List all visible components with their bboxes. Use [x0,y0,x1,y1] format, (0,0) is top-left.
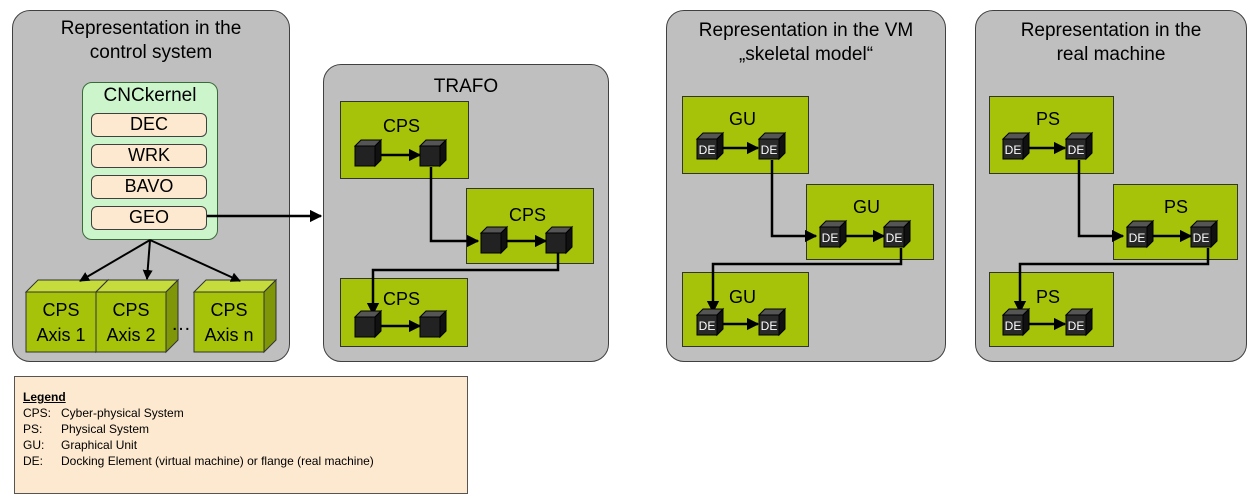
legend-item-gu: GU: Graphical Unit [23,437,467,453]
legend-title: Legend [23,390,66,404]
real-de-cube-3: DE [1125,219,1155,249]
real-ps-label-1: PS [1036,109,1061,129]
vm-de-cube-1: DE [695,131,725,161]
legend-text: Graphical Unit [61,438,138,452]
real-de-cube-2: DE [1064,131,1094,161]
legend: Legend CPS: Cyber-physical System PS: Phys… [14,376,468,494]
vm-gu-label-3: GU [729,287,756,307]
de-cube-label: DE [761,319,778,333]
trafo-cube-6 [418,309,448,339]
de-cube-label: DE [1005,319,1022,333]
legend-item-de: DE: Docking Element (virtual machine) or … [23,453,467,469]
de-cube-label: DE [1005,143,1022,157]
vm-connectors [706,141,903,331]
axis-2-line2: Axis 2 [106,325,155,345]
trafo-cube-3 [479,225,509,255]
trafo-title: TRAFO [433,76,499,97]
axis-2-line1: CPS [112,300,149,320]
vm-title-line2: „skeletal model“ [738,44,874,65]
real-connectors [1013,141,1210,331]
axis-n-line2: Axis n [204,325,253,345]
trafo-connectors [366,148,560,333]
de-cube-label: DE [699,143,716,157]
de-cube-label: DE [699,319,716,333]
axis-n-line1: CPS [210,300,247,320]
vm-de-cube-5: DE [695,307,725,337]
vm-gu-label-1: GU [729,109,756,129]
kernel-to-axes-arrows [79,239,241,282]
vm-title-line1: Representation in the VM [698,20,914,41]
real-ps-label-2: PS [1164,197,1189,217]
legend-key: CPS: [23,406,52,420]
real-de-cube-5: DE [1001,307,1031,337]
axis-ellipsis: … [171,313,191,335]
real-title-line2: real machine [1056,44,1166,65]
docking-cubes: DE DE DE DE DE DE DE DE DE DE DE DE [353,131,1219,339]
axis-cube-2: CPS Axis 2 [94,278,180,354]
real-de-cube-1: DE [1001,131,1031,161]
de-cube-label: DE [1193,231,1210,245]
trafo-cube-1 [353,138,383,168]
vm-title: Representation in the VM „skeletal model… [667,19,945,67]
legend-text: Cyber-physical System [61,406,184,420]
module-bavo: BAVO [91,175,207,199]
module-dec: DEC [91,113,207,137]
module-wrk: WRK [91,144,207,168]
axis-1-line1: CPS [42,300,79,320]
cnc-kernel-title: CNCkernel [103,85,197,106]
vm-gu-label-2: GU [853,197,880,217]
trafo-cube-4 [544,225,574,255]
legend-text: Docking Element (virtual machine) or fla… [61,454,374,468]
module-geo: GEO [91,206,207,230]
axis-1-line2: Axis 1 [36,325,85,345]
legend-item-ps: PS: Physical System [23,421,467,437]
vm-de-cube-6: DE [757,307,787,337]
de-cube-label: DE [1068,319,1085,333]
axis-cube-n: CPS Axis n [192,278,278,354]
legend-key: GU: [23,438,45,452]
real-de-cube-6: DE [1064,307,1094,337]
control-system-title: Representation in the control system [13,17,289,65]
trafo-cube-2 [418,138,448,168]
trafo-cps-label-1: CPS [383,116,421,136]
de-cube-label: DE [886,231,903,245]
real-machine-title: Representation in the real machine [976,19,1246,67]
trafo-cube-5 [353,309,383,339]
control-title-line2: control system [89,42,213,63]
vm-de-cube-4: DE [882,219,912,249]
control-title-line1: Representation in the [60,18,242,39]
vm-de-cube-3: DE [818,219,848,249]
real-ps-label-3: PS [1036,287,1061,307]
de-cube-label: DE [1068,143,1085,157]
legend-key: PS: [23,422,43,436]
trafo-cps-label-3: CPS [383,289,421,309]
de-cube-label: DE [1129,231,1146,245]
real-title-line1: Representation in the [1020,20,1202,41]
legend-text: Physical System [61,422,150,436]
vm-de-cube-2: DE [757,131,787,161]
legend-key: DE: [23,454,44,468]
de-cube-label: DE [822,231,839,245]
cnc-kernel: CNCkernel DEC WRK BAVO GEO [82,82,218,240]
trafo-cps-label-2: CPS [509,205,547,225]
legend-item-cps: CPS: Cyber-physical System [23,405,467,421]
de-cube-label: DE [761,143,778,157]
real-de-cube-4: DE [1189,219,1219,249]
